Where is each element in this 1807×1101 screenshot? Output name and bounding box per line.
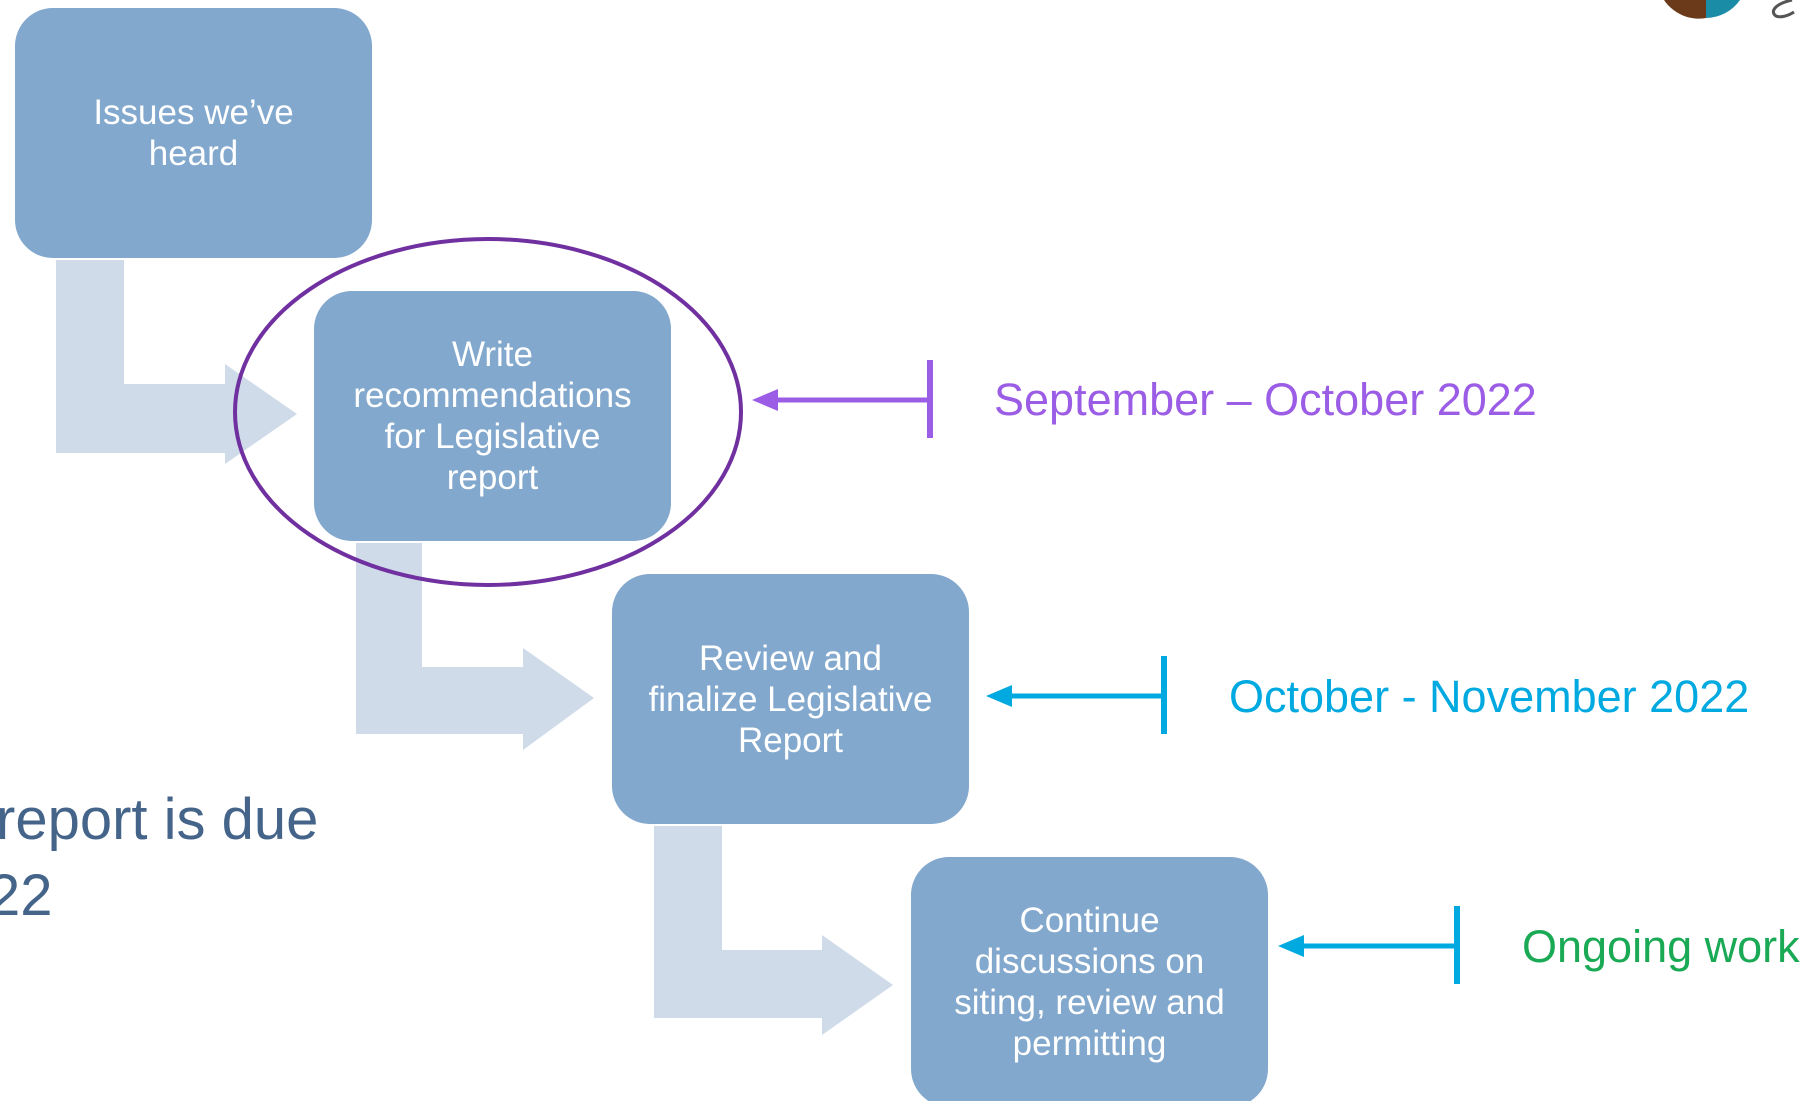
step-label: Review and finalize Legislative Report — [648, 638, 933, 760]
arrow-left-icon — [986, 685, 1012, 707]
connector-arrow-3 — [654, 826, 893, 1035]
timeline-label-ongoing: Ongoing work — [1522, 921, 1800, 972]
connector-arrow-2 — [356, 543, 594, 750]
step-label: Issues we’ve heard — [93, 93, 294, 173]
highlight-ellipse — [233, 237, 743, 587]
arrow-left-icon — [752, 389, 778, 411]
connector-arrow-1 — [56, 260, 297, 464]
step-label: Write recommendations for Legislative re… — [353, 335, 632, 497]
step-issues-heard: Issues we’ve heard — [15, 8, 372, 258]
arrow-left-icon — [1278, 935, 1304, 957]
timeline-label-oct-nov: October - November 2022 — [1229, 671, 1750, 722]
step-continue-discussions: Continue discussions on siting, review a… — [911, 857, 1268, 1101]
partial-text-line-1: report is due — [0, 787, 319, 852]
timeline-pointer-1 — [752, 360, 933, 438]
step-label: Continue discussions on siting, review a… — [954, 901, 1225, 1063]
step-review-finalize: Review and finalize Legislative Report — [612, 574, 969, 824]
step-write-recommendations: Write recommendations for Legislative re… — [314, 291, 671, 541]
timeline-pointer-2 — [986, 656, 1167, 734]
partial-text-line-2: 22 — [0, 863, 53, 928]
timeline-label-sep-oct: September – October 2022 — [994, 374, 1537, 425]
logo-icon — [1664, 0, 1795, 19]
timeline-pointer-3 — [1278, 906, 1460, 984]
